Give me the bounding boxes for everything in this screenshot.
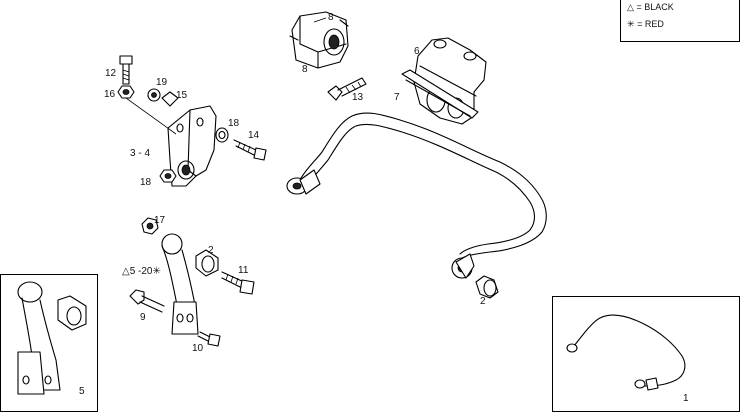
bracket-3-4 — [167, 105, 217, 187]
asterisk-icon: ✳ — [627, 19, 635, 29]
part-label-6: 6 — [414, 46, 420, 57]
part-label-12: 12 — [105, 68, 117, 79]
part-label-2-link: 2 — [208, 245, 214, 256]
part-label-8-top: 8 — [328, 12, 334, 23]
part-label-14: 14 — [248, 130, 260, 141]
inset-box-1 — [552, 296, 740, 412]
part-label-13: 13 — [352, 92, 364, 103]
stabilizer-bar — [286, 112, 547, 279]
triangle-icon: △ — [627, 2, 634, 12]
sleeve-15 — [161, 91, 179, 107]
part-label-1: 1 — [683, 393, 689, 404]
washer-18 — [215, 127, 229, 143]
nut-16 — [117, 85, 135, 99]
leader-8-top — [313, 17, 327, 23]
bolt-14 — [233, 139, 267, 161]
bolt-10 — [197, 331, 221, 347]
part-label-5-20: △5 -20✳ — [122, 266, 161, 277]
color-legend: △ = BLACK ✳ = RED — [620, 0, 740, 42]
link-5 — [161, 233, 199, 335]
part-label-3-4: 3 - 4 — [130, 148, 151, 159]
part-label-11: 11 — [238, 265, 249, 276]
inset-link-5 — [17, 281, 87, 395]
leader-assembly — [125, 97, 177, 135]
part-label-19: 19 — [156, 77, 168, 88]
part-label-7: 7 — [394, 92, 400, 103]
part-label-15: 15 — [176, 90, 188, 101]
bushing-block-8 — [289, 11, 349, 69]
washer-19 — [147, 88, 161, 102]
part-label-8-bottom: 8 — [302, 64, 308, 75]
bolt-12 — [119, 55, 133, 85]
bushing-2-link — [195, 249, 219, 277]
part-label-2-bar: 2 — [480, 296, 486, 307]
part-label-17: 17 — [154, 215, 166, 226]
part-label-10: 10 — [192, 343, 204, 354]
bolt-9 — [129, 289, 165, 313]
legend-black: △ = BLACK — [627, 2, 674, 13]
part-label-9: 9 — [140, 312, 146, 323]
part-label-18-washer: 18 — [228, 118, 240, 129]
nut-17 — [141, 217, 159, 235]
nut-18 — [159, 169, 177, 183]
inset-box-5 — [0, 274, 98, 412]
part-label-18-nut: 18 — [140, 177, 152, 188]
part-label-5-box: 5 — [79, 386, 85, 397]
bolt-11 — [221, 271, 255, 295]
bushing-2-bar — [475, 275, 499, 299]
clamp-plate-7 — [401, 69, 479, 119]
legend-red-label: = RED — [637, 19, 664, 29]
legend-red: ✳ = RED — [627, 19, 664, 30]
legend-black-label: = BLACK — [636, 2, 674, 12]
part-label-16: 16 — [104, 89, 116, 100]
bolt-13 — [327, 77, 367, 101]
inset-bar-1 — [566, 314, 686, 391]
